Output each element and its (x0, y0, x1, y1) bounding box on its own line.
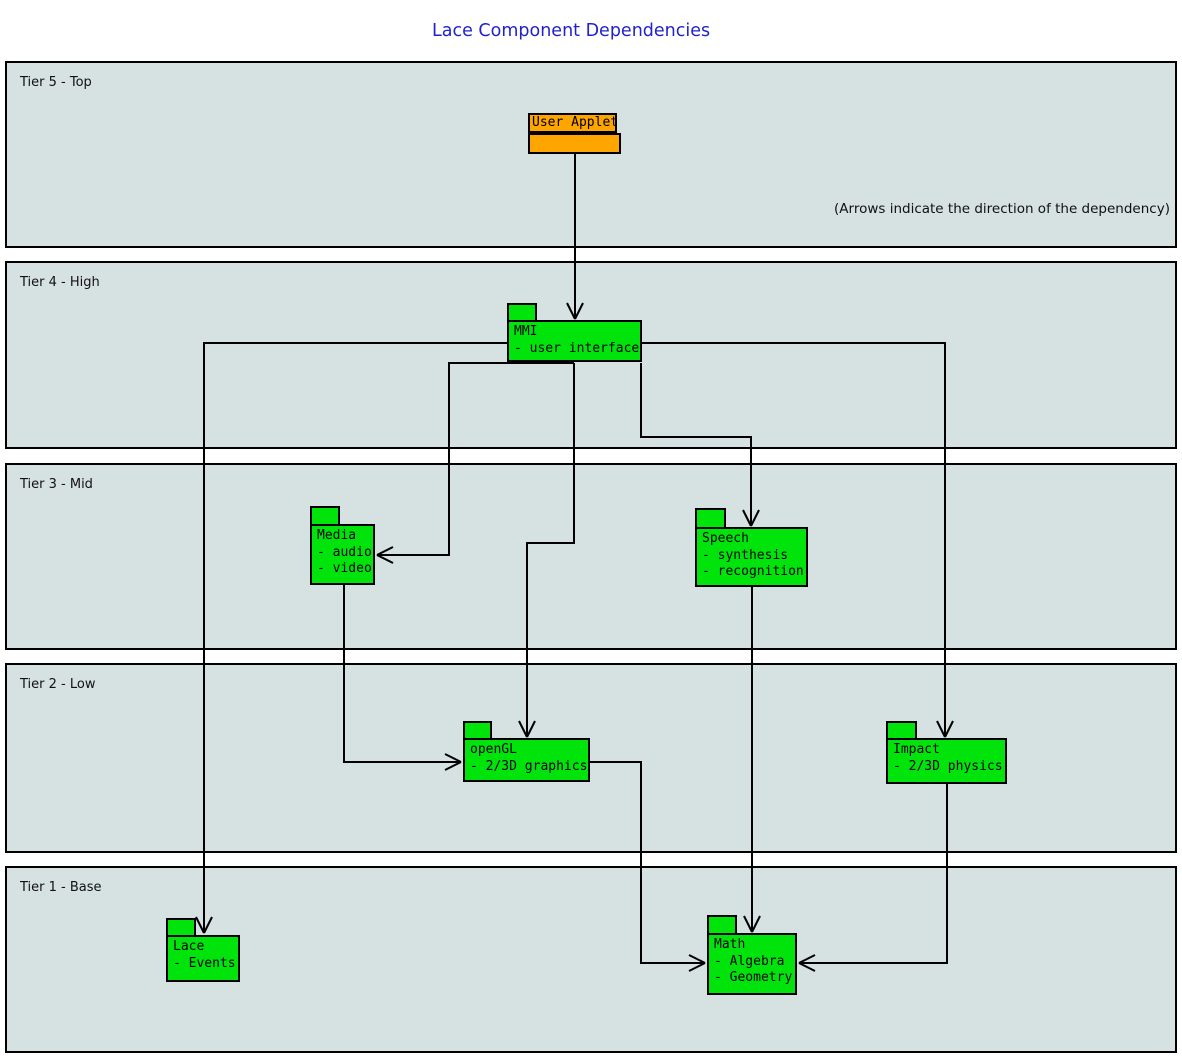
component-detail: - 2/3D graphics (470, 758, 588, 774)
component-name: Speech (702, 531, 749, 546)
component-detail: - Geometry (714, 970, 793, 985)
folder-tab (707, 915, 737, 935)
component-detail: - video (317, 561, 372, 576)
component-detail: - Algebra (714, 953, 785, 969)
diagram-title: Lace Component Dependencies (432, 21, 711, 41)
tier-band-5: Tier 5 - Top (5, 61, 1177, 248)
component-detail: - synthesis (702, 547, 789, 563)
component-body (528, 133, 621, 154)
tier-band-3: Tier 3 - Mid (5, 463, 1177, 650)
component-name: Math (714, 937, 746, 952)
folder-tab (695, 508, 726, 529)
folder-tab (310, 506, 340, 526)
component-name: MMI (514, 324, 538, 339)
component-name: Media (317, 528, 357, 543)
tier-4-label: Tier 4 - High (20, 275, 100, 290)
tier-2-label: Tier 2 - Low (20, 677, 96, 692)
component-name: Lace (173, 939, 205, 954)
component-detail: - user interface (514, 340, 640, 356)
component-name: openGL (470, 742, 517, 757)
dependency-note: (Arrows indicate the direction of the de… (834, 201, 1170, 217)
component-detail: - 2/3D physics (893, 758, 1003, 774)
component-name: User Applet (528, 113, 618, 133)
component-name: Impact (893, 742, 940, 757)
tier-5-label: Tier 5 - Top (20, 75, 92, 90)
component-detail: - Events (173, 955, 236, 971)
component-detail: - recognition (702, 564, 804, 579)
tier-3-label: Tier 3 - Mid (20, 477, 93, 492)
component-detail: - audio (317, 544, 372, 560)
tier-1-label: Tier 1 - Base (20, 880, 102, 895)
